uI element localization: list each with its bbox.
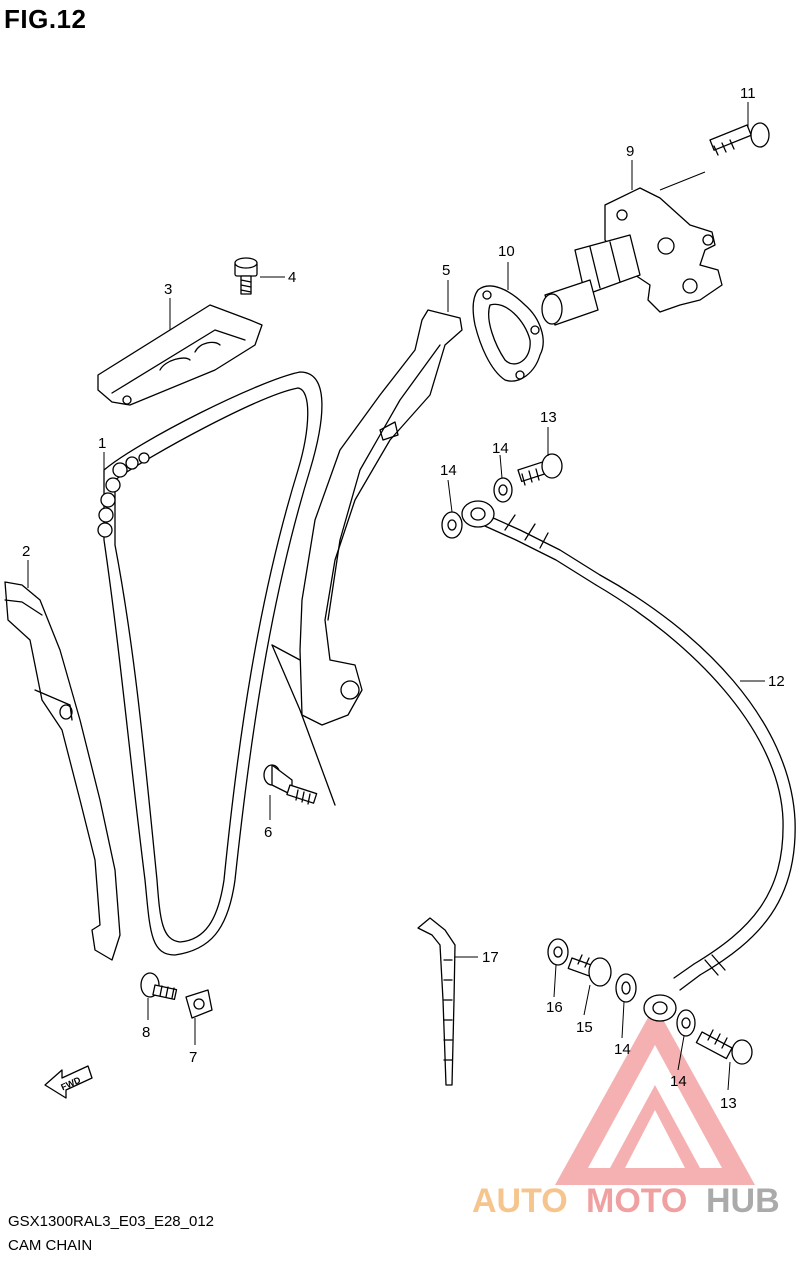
watermark-logo: AUTO MOTO HUB xyxy=(472,1005,780,1220)
watermark-moto-text: MOTO xyxy=(586,1182,687,1220)
callout-6: 6 xyxy=(264,824,272,841)
callout-13-top: 13 xyxy=(540,409,557,426)
washer-plate-part-7[interactable] xyxy=(185,989,213,1019)
callout-16: 16 xyxy=(546,999,563,1016)
callout-11: 11 xyxy=(740,85,756,102)
callout-14-d: 14 xyxy=(670,1073,687,1090)
callout-13-bottom: 13 xyxy=(720,1095,737,1112)
cam-chain-part-1[interactable] xyxy=(97,371,323,956)
callout-8: 8 xyxy=(142,1024,150,1041)
union-bolt-part-13-bottom[interactable] xyxy=(695,1029,753,1065)
figure-title: FIG.12 xyxy=(4,4,87,34)
callout-15: 15 xyxy=(576,1019,593,1036)
callout-labels: 1 2 3 4 5 6 7 8 9 10 11 12 13 13 14 14 1… xyxy=(22,85,785,1112)
washer-part-14-b[interactable] xyxy=(493,477,513,503)
callout-10: 10 xyxy=(498,243,515,260)
section-name: CAM CHAIN xyxy=(8,1237,93,1254)
tensioner-guide-part-5[interactable] xyxy=(271,309,463,806)
watermark-auto-text: AUTO xyxy=(472,1182,568,1220)
washer-part-14-a[interactable] xyxy=(441,511,463,539)
callout-9: 9 xyxy=(626,143,634,160)
callout-14-a: 14 xyxy=(440,462,457,479)
washer-part-16[interactable] xyxy=(547,938,569,966)
callout-3: 3 xyxy=(164,281,172,298)
callout-14-c: 14 xyxy=(614,1041,631,1058)
bolt-part-4[interactable] xyxy=(234,257,258,295)
callout-14-b: 14 xyxy=(492,440,509,457)
washer-part-14-c[interactable] xyxy=(615,973,637,1003)
callout-4: 4 xyxy=(288,269,296,286)
cable-tie-part-17[interactable] xyxy=(417,917,456,1086)
model-code: GSX1300RAL3_E03_E28_012 xyxy=(8,1213,215,1230)
callout-17: 17 xyxy=(482,949,499,966)
callout-5: 5 xyxy=(442,262,450,279)
washer-part-14-d[interactable] xyxy=(676,1009,696,1037)
leader-lines xyxy=(27,102,765,1091)
tensioner-part-9[interactable] xyxy=(541,187,723,326)
oil-hose-part-12[interactable] xyxy=(461,500,796,1022)
screw-part-8[interactable] xyxy=(140,972,178,1001)
union-bolt-part-13-top[interactable] xyxy=(517,453,563,486)
callout-2: 2 xyxy=(22,543,30,560)
chain-links-detail xyxy=(97,452,150,538)
bolt-part-15[interactable] xyxy=(567,954,612,987)
callout-7: 7 xyxy=(189,1049,197,1066)
chain-guide-top-part-3[interactable] xyxy=(97,304,263,406)
pivot-bolt-part-6[interactable] xyxy=(263,764,318,805)
callout-12: 12 xyxy=(768,673,785,690)
bolt-part-11[interactable] xyxy=(709,122,770,156)
chain-guide-part-2[interactable] xyxy=(4,581,121,961)
gasket-part-10[interactable] xyxy=(472,285,544,382)
watermark-hub-text: HUB xyxy=(706,1182,780,1220)
forward-direction-arrow: FWD xyxy=(44,1065,93,1099)
callout-1: 1 xyxy=(98,435,106,452)
